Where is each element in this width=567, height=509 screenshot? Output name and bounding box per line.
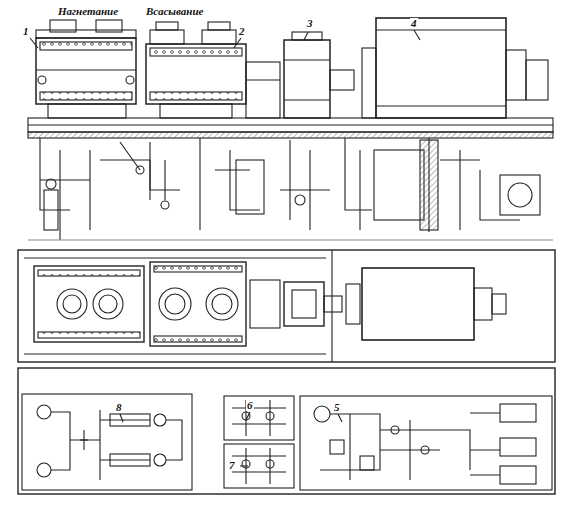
callout-number: 4 <box>410 18 418 29</box>
callout-number: 7 <box>228 460 236 471</box>
callout-number: 5 <box>333 402 341 413</box>
callout-number: 6 <box>246 400 254 411</box>
flow-label: Нагнетание <box>58 6 118 17</box>
callout-number: 3 <box>306 18 314 29</box>
flow-label: Всасывание <box>146 6 203 17</box>
callout-number: 2 <box>238 26 246 37</box>
callout-number: 1 <box>22 26 30 37</box>
callout-number: 8 <box>115 402 123 413</box>
